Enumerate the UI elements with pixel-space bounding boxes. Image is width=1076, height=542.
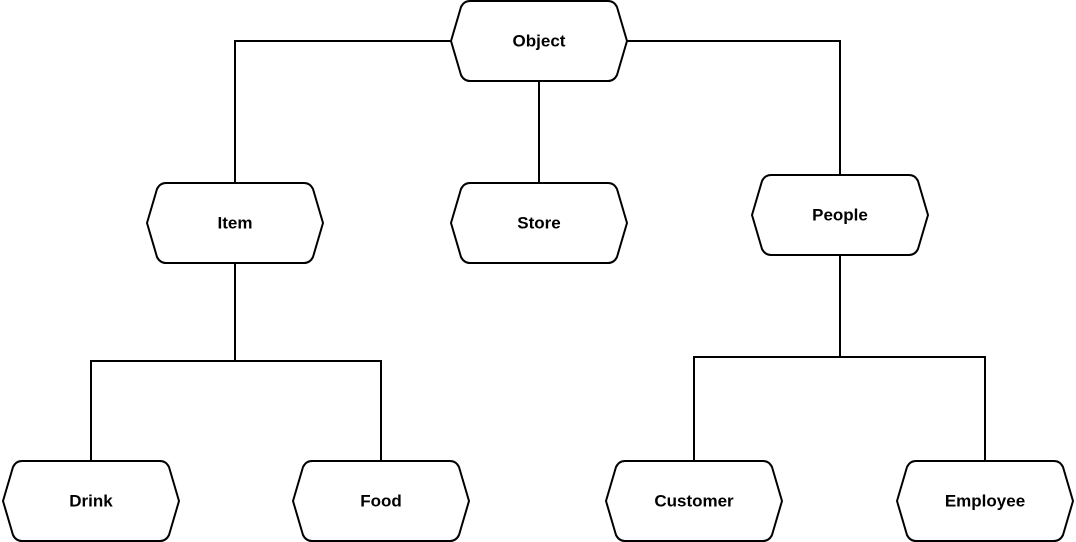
connector-object-item — [234, 40, 452, 183]
node-store[interactable]: Store — [450, 182, 628, 264]
connector-item-food — [235, 360, 382, 462]
node-store-label: Store — [517, 214, 560, 233]
node-customer-label: Customer — [654, 492, 734, 511]
node-item[interactable]: Item — [146, 182, 324, 264]
node-drink[interactable]: Drink — [2, 460, 180, 542]
node-employee-label: Employee — [945, 492, 1025, 511]
node-food-shape — [292, 460, 470, 542]
node-people[interactable]: People — [751, 174, 929, 256]
node-food[interactable]: Food — [292, 460, 470, 542]
node-employee-shape — [896, 460, 1074, 542]
connector-item-drink — [90, 263, 236, 462]
node-people-label: People — [812, 206, 868, 225]
node-object-shape — [450, 0, 628, 82]
node-employee[interactable]: Employee — [896, 460, 1074, 542]
connector-people-customer — [693, 255, 841, 462]
node-store-shape — [450, 182, 628, 264]
node-drink-label: Drink — [69, 492, 113, 511]
node-food-label: Food — [360, 492, 402, 511]
node-people-shape — [751, 174, 929, 256]
connector-object-people — [626, 40, 841, 175]
connectors — [90, 40, 986, 462]
node-drink-shape — [2, 460, 180, 542]
node-object-label: Object — [513, 32, 566, 51]
node-customer-shape — [605, 460, 783, 542]
node-item-shape — [146, 182, 324, 264]
node-object[interactable]: Object — [450, 0, 628, 82]
node-customer[interactable]: Customer — [605, 460, 783, 542]
connector-people-employee — [840, 356, 986, 462]
node-item-label: Item — [218, 214, 253, 233]
